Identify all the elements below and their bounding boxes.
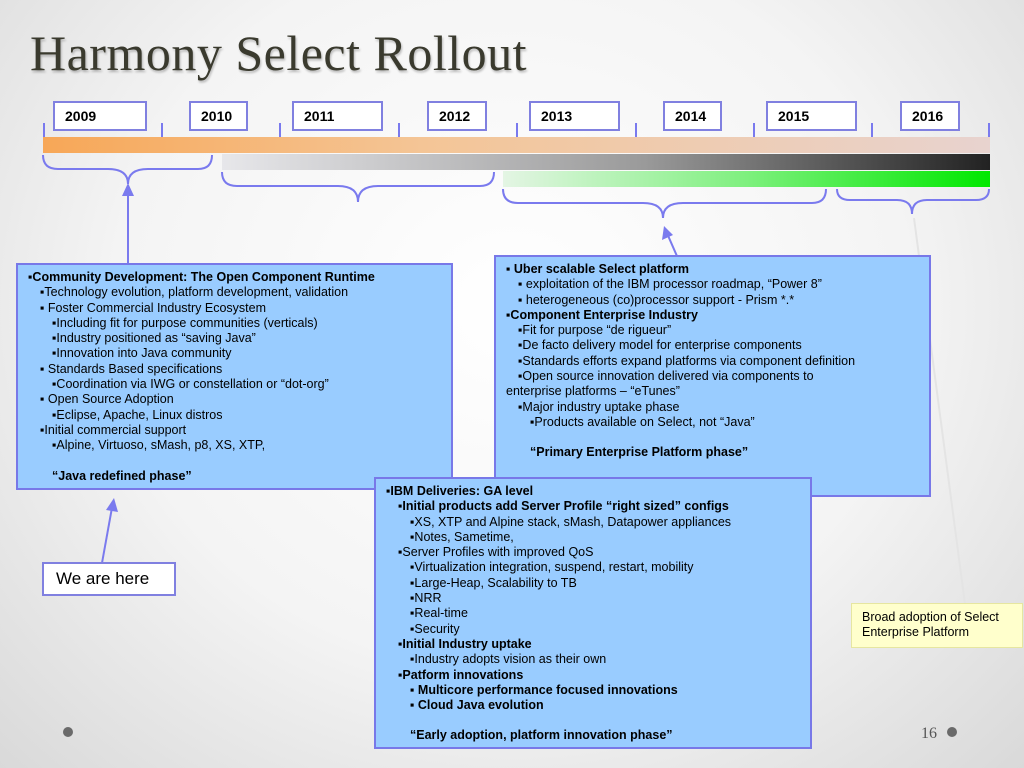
bullet-line: ▪ Uber scalable Select platform <box>506 262 689 276</box>
footer-dot-icon <box>947 727 957 737</box>
bullet-line: ▪Eclipse, Apache, Linux distros <box>52 407 223 422</box>
arrowhead-we-are-here <box>106 498 118 512</box>
arrowhead-community <box>122 183 134 196</box>
bullet-line: ▪Server Profiles with improved QoS <box>398 545 594 560</box>
slide-title: Harmony Select Rollout <box>30 25 528 81</box>
bullet-line: ▪ exploitation of the IBM processor road… <box>518 277 822 292</box>
timeline-tick <box>43 123 45 137</box>
arrowhead-enterprise <box>662 226 673 240</box>
year-label-2015: 2015 <box>766 101 857 131</box>
broad-adoption-callout: Broad adoption of Select Enterprise Plat… <box>851 603 1023 648</box>
timeline-tick <box>871 123 873 137</box>
bullet-line: ▪Initial products add Server Profile “ri… <box>398 499 729 514</box>
bullet-line: ▪Initial commercial support <box>40 422 187 437</box>
bullet-line: ▪Technology evolution, platform developm… <box>40 285 349 300</box>
connector-we-are-here <box>101 501 114 564</box>
bullet-line: ▪ Cloud Java evolution <box>410 698 544 713</box>
bullet-line: ▪Products available on Select, not “Java… <box>530 414 755 429</box>
bullet-line: ▪Fit for purpose “de rigueur” <box>518 323 672 338</box>
bullet-line: ▪De facto delivery model for enterprise … <box>518 338 802 353</box>
bullet-line: ▪Initial Industry uptake <box>398 636 532 651</box>
bullet-line: ▪ heterogeneous (co)processor support - … <box>518 292 795 307</box>
year-label-2010: 2010 <box>189 101 248 131</box>
broad-adoption-line: Enterprise Platform <box>862 625 969 639</box>
bullet-line: ▪Security <box>410 621 460 636</box>
bullet-line: ▪Innovation into Java community <box>52 346 232 361</box>
spacer <box>386 713 810 728</box>
timeline-track-enterprise <box>503 171 990 187</box>
bullet-line: ▪Alpine, Virtuoso, sMash, p8, XS, XTP, <box>52 438 266 453</box>
bullet-line: ▪Patform innovations <box>398 667 524 682</box>
year-label-2011: 2011 <box>292 101 383 131</box>
community-development-box: ▪Community Development: The Open Compone… <box>16 263 453 490</box>
timeline-tick <box>988 123 990 137</box>
bullet-line: ▪Virtualization integration, suspend, re… <box>410 560 694 575</box>
page-number: 16 <box>921 725 937 742</box>
bullet-line: ▪Major industry uptake phase <box>518 399 680 414</box>
brace-enterprise <box>502 188 827 219</box>
brace-early-adoption <box>221 171 495 203</box>
year-label-2009: 2009 <box>53 101 147 131</box>
bullet-line: ▪Industry adopts vision as their own <box>410 652 607 667</box>
bullet-line: enterprise platforms – “eTunes” <box>506 384 680 399</box>
bullet-line: ▪Community Development: The Open Compone… <box>28 270 375 284</box>
spacer <box>28 454 451 469</box>
bullet-line: ▪Including fit for purpose communities (… <box>52 315 318 330</box>
bullet-line: “Primary Enterprise Platform phase” <box>530 445 749 460</box>
bullet-line: ▪Component Enterprise Industry <box>506 307 698 322</box>
bullet-line: ▪Large-Heap, Scalability to TB <box>410 575 577 590</box>
bullet-line: “Java redefined phase” <box>52 468 192 483</box>
enterprise-platform-box: ▪ Uber scalable Select platform▪ exploit… <box>494 255 931 497</box>
bullet-line: ▪ Open Source Adoption <box>40 392 174 407</box>
bullet-line: ▪Industry positioned as “saving Java” <box>52 331 256 346</box>
timeline-tick <box>161 123 163 137</box>
bullet-line: ▪NRR <box>410 591 442 606</box>
timeline-track-early-adoption <box>222 154 990 170</box>
bullet-line: ▪XS, XTP and Alpine stack, sMash, Datapo… <box>410 514 732 529</box>
spacer <box>506 430 929 445</box>
broad-adoption-line: Broad adoption of Select <box>862 610 999 624</box>
bullet-line: ▪Coordination via IWG or constellation o… <box>52 377 329 392</box>
bullet-line: ▪Standards efforts expand platforms via … <box>518 353 856 368</box>
we-are-here-callout: We are here <box>42 562 176 596</box>
bullet-line: ▪ Multicore performance focused innovati… <box>410 682 678 697</box>
brace-broad-adoption <box>836 188 990 215</box>
year-label-2013: 2013 <box>529 101 620 131</box>
bullet-line: ▪Open source innovation delivered via co… <box>518 369 814 384</box>
bullet-line: ▪Real-time <box>410 606 468 621</box>
timeline-tick <box>516 123 518 137</box>
bullet-line: ▪Notes, Sametime, <box>410 529 514 544</box>
timeline-tick <box>753 123 755 137</box>
year-label-2016: 2016 <box>900 101 960 131</box>
bullet-line: “Early adoption, platform innovation pha… <box>410 728 673 743</box>
bullet-line: ▪ Standards Based specifications <box>40 361 223 376</box>
timeline-track-community <box>43 137 990 153</box>
timeline-tick <box>279 123 281 137</box>
timeline-tick <box>635 123 637 137</box>
brace-community <box>42 154 213 185</box>
bullet-line: ▪ Foster Commercial Industry Ecosystem <box>40 300 267 315</box>
year-label-2012: 2012 <box>427 101 487 131</box>
bullet-line: ▪IBM Deliveries: GA level <box>386 484 534 498</box>
year-label-2014: 2014 <box>663 101 722 131</box>
footer-dot-icon <box>63 727 73 737</box>
timeline-tick <box>398 123 400 137</box>
ibm-deliveries-box: ▪IBM Deliveries: GA level▪Initial produc… <box>374 477 812 749</box>
